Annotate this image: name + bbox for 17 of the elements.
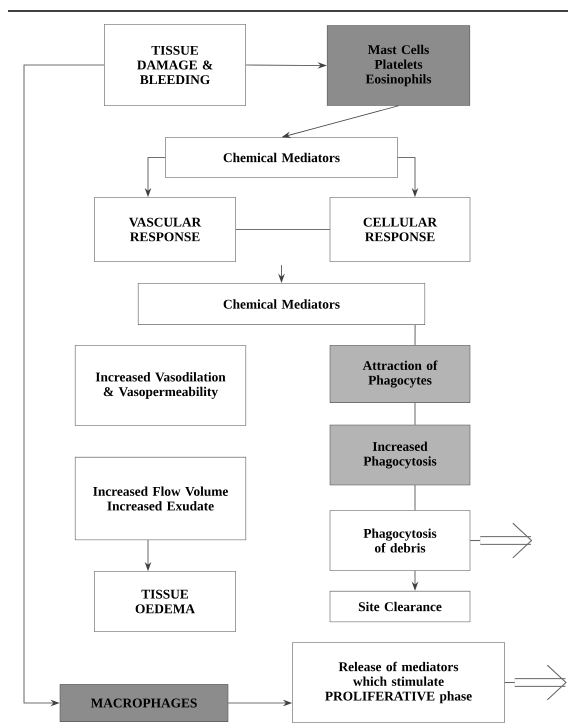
process-box: CELLULAR RESPONSE: [330, 197, 470, 262]
cell-box: MACROPHAGES: [60, 684, 228, 722]
process-box: Increased Vasodilation & Vasopermeability: [74, 345, 246, 426]
open-arrow: [504, 664, 567, 700]
process-box: Chemical Mediators: [138, 283, 426, 325]
process-box: Increased Flow Volume Increased Exudate: [74, 456, 246, 540]
process-box: VASCULAR RESPONSE: [94, 197, 236, 262]
process-box: TISSUE DAMAGE & BLEEDING: [104, 24, 246, 106]
process-box: Attraction of Phagocytes: [330, 345, 470, 403]
process-box: Release of mediators which stimulate PROLIFERATIVE phase: [292, 642, 505, 723]
process-box: Phagocytosis of debris: [330, 510, 470, 571]
process-box: Chemical Mediators: [165, 137, 398, 178]
process-box: Site Clearance: [330, 590, 470, 622]
open-arrow: [470, 522, 532, 558]
cell-box: Mast Cells Platelets Eosinophils: [326, 25, 470, 106]
process-box: Increased Phagocytosis: [330, 424, 470, 486]
process-box: TISSUE OEDEMA: [94, 571, 236, 632]
